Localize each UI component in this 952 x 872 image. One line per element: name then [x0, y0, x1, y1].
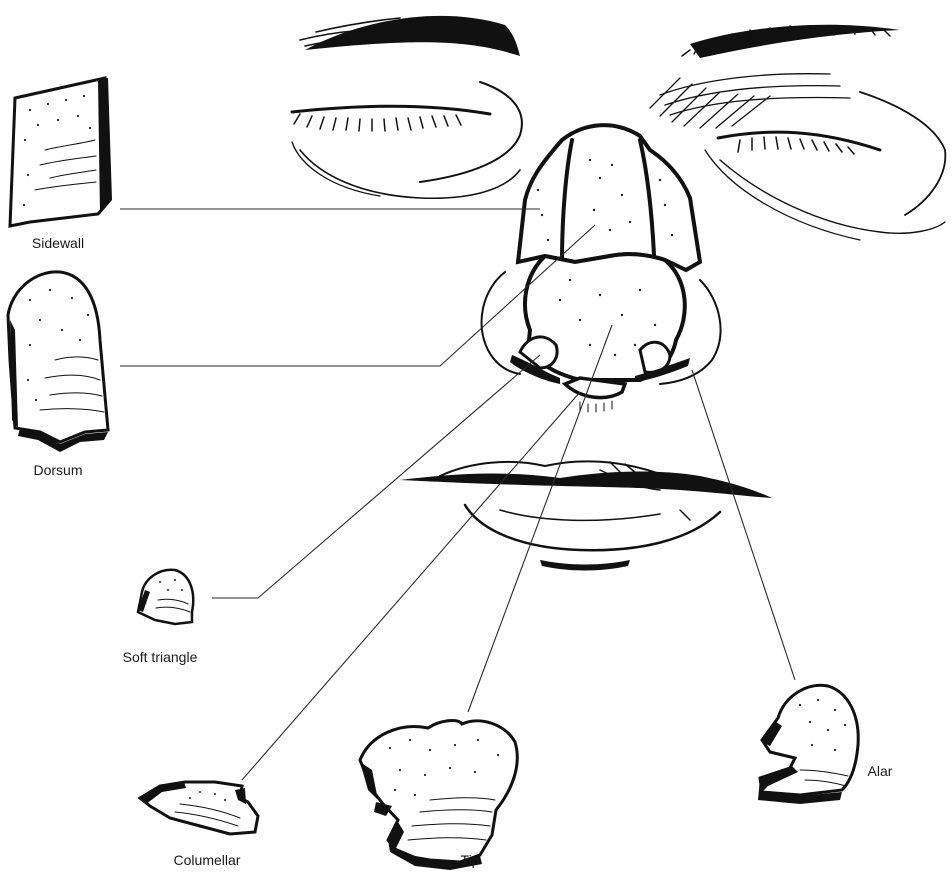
alar-graft [758, 685, 858, 804]
alar-leader [692, 370, 795, 680]
face-illustration [292, 16, 945, 571]
soft-triangle-graft [138, 570, 193, 624]
leader-lines [120, 209, 795, 780]
columellar-graft [138, 782, 258, 834]
left-eye [292, 82, 522, 198]
sidewall-label: Sidewall [32, 235, 84, 251]
alar-label: Alar [868, 763, 893, 779]
right-eyebrow [682, 25, 900, 58]
tip-graft [360, 721, 517, 870]
sidewall-graft [10, 78, 112, 226]
tip-leader [468, 325, 612, 712]
columellar-label: Columellar [174, 852, 241, 868]
soft-triangle-label: Soft triangle [123, 649, 198, 665]
nose [482, 125, 721, 412]
dorsum-graft [8, 272, 108, 452]
dorsum-label: Dorsum [33, 462, 82, 478]
lips [400, 461, 772, 570]
tip-label: Tip [461, 852, 480, 868]
left-eyebrow [300, 16, 520, 56]
columellar-leader [242, 392, 580, 780]
